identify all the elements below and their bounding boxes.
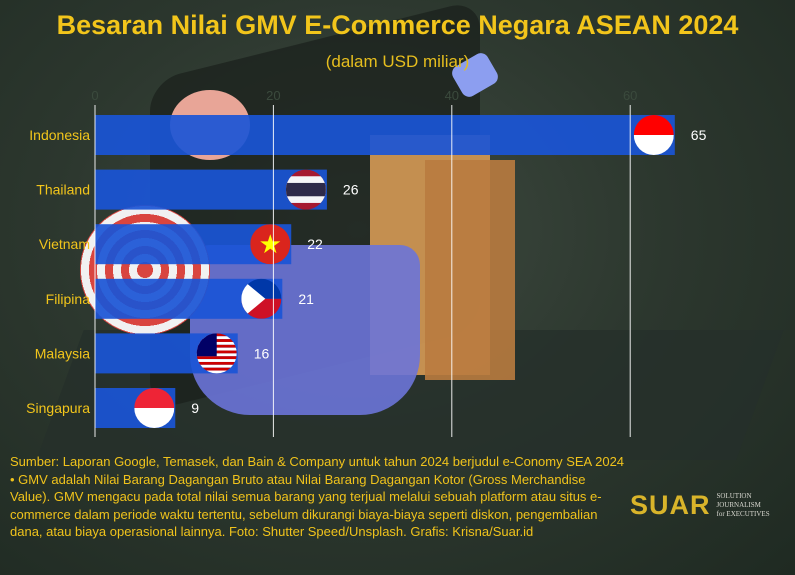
category-label: Vietnam xyxy=(39,236,90,252)
flag-thailand-icon xyxy=(285,169,326,210)
chart-subtitle: (dalam USD miliar) xyxy=(325,52,470,71)
logo-name: SUAR xyxy=(630,490,711,520)
logo-tagline-1: SOLUTION JOURNALISM xyxy=(716,492,761,509)
flag-indonesia-icon xyxy=(633,115,674,155)
bar xyxy=(95,115,675,155)
basket-image xyxy=(190,245,420,415)
x-tick-label: 0 xyxy=(91,88,98,103)
flag-malaysia-icon xyxy=(196,333,237,374)
value-label: 21 xyxy=(298,291,314,307)
x-tick-label: 40 xyxy=(445,88,459,103)
flag-vietnam-icon: ★ xyxy=(250,224,291,265)
suar-logo: SUAR SOLUTION JOURNALISM for EXECUTIVES xyxy=(630,490,795,521)
chart-title: Besaran Nilai GMV E-Commerce Negara ASEA… xyxy=(56,10,739,40)
value-label: 9 xyxy=(191,400,199,416)
category-label: Indonesia xyxy=(29,127,90,143)
shopping-bag-image-2 xyxy=(425,160,515,380)
value-label: 22 xyxy=(307,236,323,252)
category-label: Filipina xyxy=(46,291,91,307)
x-tick-label: 60 xyxy=(623,88,637,103)
logo-tagline-2: for EXECUTIVES xyxy=(716,510,770,518)
value-label: 16 xyxy=(254,345,270,361)
value-label: 65 xyxy=(691,127,707,143)
flag-singapore-icon xyxy=(134,388,175,428)
value-label: 26 xyxy=(343,182,359,198)
category-label: Singapura xyxy=(26,400,90,416)
svg-text:★: ★ xyxy=(259,229,282,259)
flag-philippines-icon xyxy=(241,278,282,319)
source-note: Sumber: Laporan Google, Temasek, dan Bai… xyxy=(10,454,625,539)
x-tick-label: 20 xyxy=(266,88,280,103)
category-label: Thailand xyxy=(36,182,90,198)
category-label: Malaysia xyxy=(35,345,90,361)
